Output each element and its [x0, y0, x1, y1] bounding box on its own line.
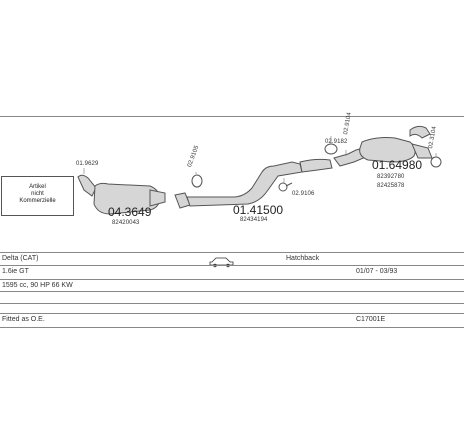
- part-ref-number: 82434194: [240, 217, 268, 223]
- table-line: [0, 291, 464, 292]
- engine-displacement: 1595 cc, 90 HP 66 KW: [2, 282, 73, 289]
- table-line: [0, 252, 464, 253]
- clamp-part: [324, 143, 338, 155]
- tail-gasket-part: [430, 156, 442, 168]
- note-line-3: Kommerzielle: [19, 198, 56, 204]
- table-line: [0, 279, 464, 280]
- note-line-2: nicht: [31, 191, 44, 197]
- part-ref-number: 82420043: [112, 220, 140, 226]
- top-separator: [0, 116, 464, 117]
- part-ref-number: 82392780: [377, 174, 405, 180]
- non-commercial-note-box: Artikel nicht Kommerzielle: [1, 176, 74, 216]
- body-type: Hatchback: [286, 255, 320, 262]
- middle-silencer-part: [186, 158, 333, 207]
- table-line: [0, 265, 464, 266]
- rear-silencer-part: [333, 125, 433, 167]
- engine-name: 1.6ie GT: [2, 268, 29, 275]
- part-code-big: 01.41500: [233, 203, 284, 217]
- part-code-label: 02.9182: [325, 139, 348, 145]
- part-ref-number: 82425878: [377, 183, 405, 189]
- gasket-small-part: [278, 182, 293, 192]
- kit-description: Fitted as O.E.: [2, 316, 45, 323]
- part-code-big: 04.3649: [108, 205, 152, 219]
- table-line: [0, 303, 464, 304]
- kit-code: C17001E: [356, 316, 386, 323]
- part-code-big: 01.64980: [372, 158, 423, 172]
- note-line-1: Artikel: [29, 184, 46, 190]
- model-name: Delta (CAT): [2, 255, 39, 262]
- gasket-ring-part: [191, 174, 203, 188]
- table-line: [0, 313, 464, 314]
- production-years: 01/07 - 03/93: [356, 268, 398, 275]
- table-line: [0, 327, 464, 328]
- part-code-label: 02.9106: [292, 191, 315, 197]
- part-code-label: 01.9629: [76, 161, 99, 167]
- leader-lines: [83, 136, 437, 183]
- catalytic-converter-part: [77, 174, 166, 215]
